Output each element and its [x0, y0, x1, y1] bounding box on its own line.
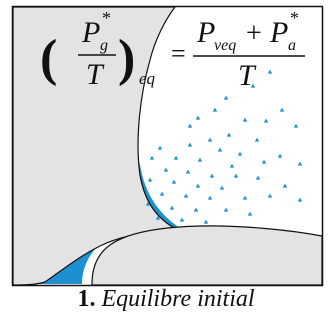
- rhs-P-veq: P: [196, 16, 215, 49]
- equation-lhs: ( P g * T ) eq: [40, 8, 156, 91]
- droplet: [277, 153, 283, 158]
- droplet: [212, 107, 218, 112]
- droplet: [254, 137, 260, 142]
- droplet: [219, 185, 225, 190]
- droplet: [223, 95, 229, 100]
- droplet: [179, 217, 185, 222]
- rhs-star: *: [290, 8, 299, 28]
- right-paren: ): [118, 30, 135, 87]
- droplet: [279, 107, 285, 112]
- lhs-denominator-T: T: [86, 58, 105, 91]
- equals-sign: =: [171, 39, 186, 68]
- droplet: [209, 173, 215, 178]
- droplet: [267, 193, 273, 198]
- droplet: [193, 207, 199, 212]
- rhs-denominator-T: T: [238, 59, 257, 92]
- droplet: [203, 219, 209, 224]
- droplet: [229, 163, 235, 168]
- equation-rhs: P veq + P a * T: [193, 8, 305, 92]
- droplet: [149, 155, 155, 160]
- droplet: [237, 151, 243, 156]
- droplet: [187, 123, 193, 128]
- droplet: [263, 118, 269, 123]
- droplet: [261, 159, 267, 164]
- rhs-sub-veq: veq: [214, 37, 236, 54]
- droplet: [250, 83, 256, 88]
- droplet: [171, 179, 177, 184]
- droplet: [207, 195, 213, 200]
- droplet: [297, 197, 303, 202]
- droplet: [233, 173, 239, 178]
- caption-text: Equilibre initial: [101, 286, 255, 312]
- droplet: [155, 215, 161, 220]
- droplet: [163, 167, 169, 172]
- rhs-sub-a: a: [288, 37, 296, 54]
- droplet: [185, 169, 191, 174]
- droplet: [226, 132, 232, 137]
- lhs-numerator-P: P: [81, 16, 100, 49]
- droplet: [183, 193, 189, 198]
- droplet: [159, 191, 165, 196]
- droplet: [157, 145, 163, 150]
- droplet: [195, 183, 201, 188]
- lhs-numerator-sub: g: [100, 37, 108, 54]
- rhs-P-a: P: [269, 16, 288, 49]
- droplet: [297, 161, 303, 166]
- droplet: [207, 137, 213, 142]
- droplet: [242, 195, 248, 200]
- left-paren: (: [40, 30, 57, 87]
- droplet: [242, 117, 248, 122]
- lhs-numerator-star: *: [102, 8, 111, 28]
- droplet: [145, 201, 151, 206]
- droplet: [255, 175, 261, 180]
- droplet: [282, 183, 288, 188]
- figure-caption: 1. Equilibre initial: [0, 286, 332, 313]
- lhs-eq-subscript: eq: [139, 69, 156, 88]
- droplet: [223, 207, 229, 212]
- plus-sign: +: [246, 18, 262, 49]
- droplet: [197, 157, 203, 162]
- droplet: [267, 69, 273, 74]
- droplet: [247, 211, 253, 216]
- droplet: [195, 115, 201, 120]
- caption-number: 1.: [77, 286, 96, 312]
- droplet: [217, 147, 223, 152]
- right-grain: [91, 225, 323, 286]
- droplet: [187, 142, 193, 147]
- droplet: [293, 123, 299, 128]
- vapor-droplets: [145, 69, 303, 224]
- droplet: [169, 205, 175, 210]
- droplet: [173, 155, 179, 160]
- droplet: [147, 177, 153, 182]
